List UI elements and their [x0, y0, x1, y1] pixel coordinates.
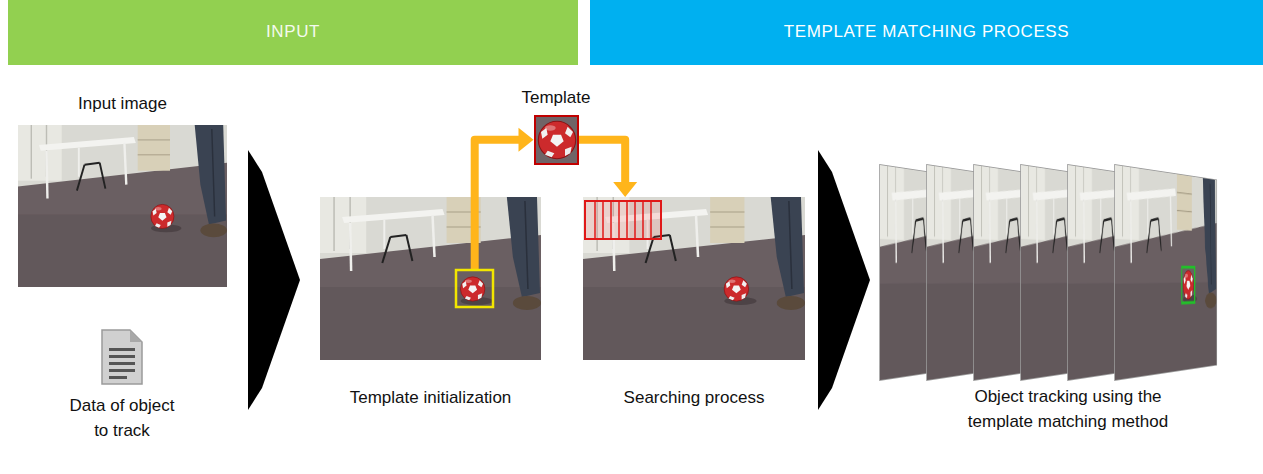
- document-icon: [100, 328, 144, 386]
- frame-stack: [880, 165, 1256, 385]
- arrow-stem: [471, 197, 479, 270]
- flow-chevron: [818, 150, 870, 410]
- initialization-image: [320, 197, 541, 360]
- caption-text: Template initialization: [320, 386, 541, 411]
- section-band: TEMPLATE MATCHING PROCESS: [590, 0, 1263, 65]
- band-title: INPUT: [266, 20, 320, 45]
- tracking-panel: Object tracking using the template match…: [880, 165, 1256, 434]
- image-panel: Searching process: [583, 197, 805, 411]
- input-image: [18, 125, 227, 287]
- arrow-head: [613, 182, 637, 197]
- frame-image: [1115, 165, 1216, 380]
- caption-text: Searching process: [583, 386, 805, 411]
- flow-arrow: [475, 128, 534, 197]
- image-panel: Input image: [18, 92, 227, 287]
- template-node: Template: [516, 86, 596, 165]
- arrow-line: [475, 140, 520, 197]
- arrow-head: [519, 128, 534, 152]
- arrow-line: [579, 140, 626, 183]
- document-node: Data of object to track: [62, 328, 182, 443]
- template-box: [456, 270, 493, 307]
- searching-image: [583, 197, 805, 360]
- caption-text: Template: [516, 86, 596, 111]
- video-frame: [1115, 165, 1216, 380]
- caption-text: Object tracking using the template match…: [943, 385, 1193, 434]
- caption-text: Data of object to track: [62, 394, 182, 443]
- flow-chevron: [248, 150, 300, 410]
- template-image: [534, 115, 579, 165]
- image-panel: Template initialization: [320, 197, 541, 411]
- band-title: TEMPLATE MATCHING PROCESS: [784, 20, 1069, 45]
- caption-text: Input image: [18, 92, 227, 117]
- section-band: INPUT: [8, 0, 578, 65]
- flow-arrow: [579, 140, 638, 197]
